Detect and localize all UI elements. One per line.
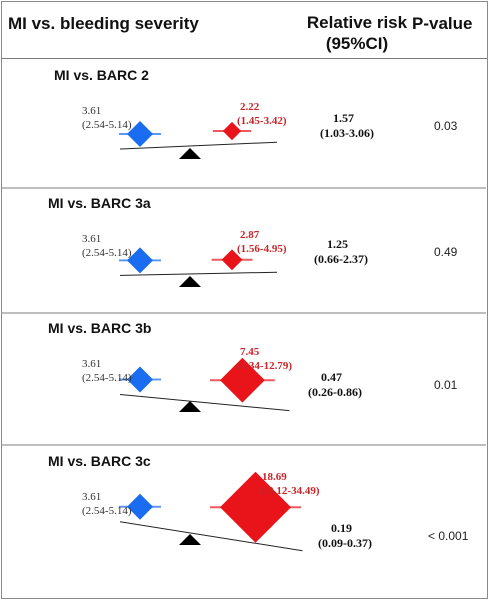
reference-value-label: 3.61	[82, 491, 101, 503]
p-value: 0.01	[434, 378, 458, 392]
relative-risk-ci: (0.09-0.37)	[318, 536, 372, 550]
reference-diamond	[127, 493, 153, 520]
header-rr-line1: Relative risk	[306, 13, 408, 32]
reference-ci-label: (2.54-5.14)	[82, 372, 132, 384]
relative-risk-value: 1.57	[333, 111, 354, 125]
header-relative-risk: Relative risk (95%CI)	[292, 12, 422, 54]
reference-diamond	[127, 121, 153, 148]
header-comparison-label: MI vs. bleeding severity	[8, 14, 199, 33]
seesaw-fulcrum	[179, 401, 201, 412]
seesaw-beam	[119, 271, 278, 276]
relative-risk-ci: (0.26-0.86)	[308, 385, 362, 399]
reference-value-label: 3.61	[82, 233, 101, 245]
seesaw-beam	[119, 141, 278, 150]
relative-risk-value: 1.25	[327, 237, 348, 251]
seesaw-fulcrum	[179, 148, 201, 159]
comparison-ci-label: (4.34-12.79)	[237, 360, 292, 372]
reference-ci-label: (2.54-5.14)	[82, 247, 132, 259]
relative-risk-value: 0.47	[321, 370, 342, 384]
reference-diamond	[127, 247, 153, 274]
comparison-ci-label: (1.56-4.95)	[237, 243, 287, 255]
p-value: 0.03	[434, 119, 458, 133]
seesaw-beam	[119, 393, 290, 412]
comparison-value-label: 7.45	[240, 346, 260, 358]
seesaw-beam	[119, 521, 303, 552]
relative-risk-value: 0.19	[331, 521, 352, 535]
comparison-value-label: 2.87	[240, 229, 260, 241]
panel-title: MI vs. BARC 3b	[48, 320, 151, 336]
header-rr-line2: (95%CI)	[325, 34, 389, 53]
header-divider	[2, 58, 487, 59]
comparison-ci-label: (10.12-34.49)	[259, 485, 320, 497]
comparison-diamond	[221, 249, 243, 271]
seesaw-fulcrum	[179, 534, 201, 545]
relative-risk-ci: (0.66-2.37)	[314, 252, 368, 266]
seesaw-fulcrum	[179, 276, 201, 287]
panel-title: MI vs. BARC 3c	[48, 453, 151, 469]
reference-value-label: 3.61	[82, 105, 101, 117]
reference-value-label: 3.61	[82, 358, 101, 370]
p-value: 0.49	[434, 245, 458, 259]
comparison-diamond	[220, 471, 291, 543]
reference-ci-label: (2.54-5.14)	[82, 119, 132, 131]
p-value: < 0.001	[428, 529, 469, 543]
panel-title: MI vs. BARC 2	[54, 67, 149, 83]
reference-ci-label: (2.54-5.14)	[82, 505, 132, 517]
comparison-diamond	[222, 121, 242, 141]
relative-risk-ci: (1.03-3.06)	[320, 126, 374, 140]
comparison-value-label: 2.22	[240, 101, 260, 113]
comparison-ci-label: (1.45-3.42)	[237, 115, 287, 127]
reference-diamond	[127, 366, 153, 393]
panel-title: MI vs. BARC 3a	[48, 195, 151, 211]
header-p-value: P-value	[412, 14, 473, 33]
comparison-value-label: 18.69	[262, 471, 287, 483]
comparison-diamond	[220, 357, 265, 403]
